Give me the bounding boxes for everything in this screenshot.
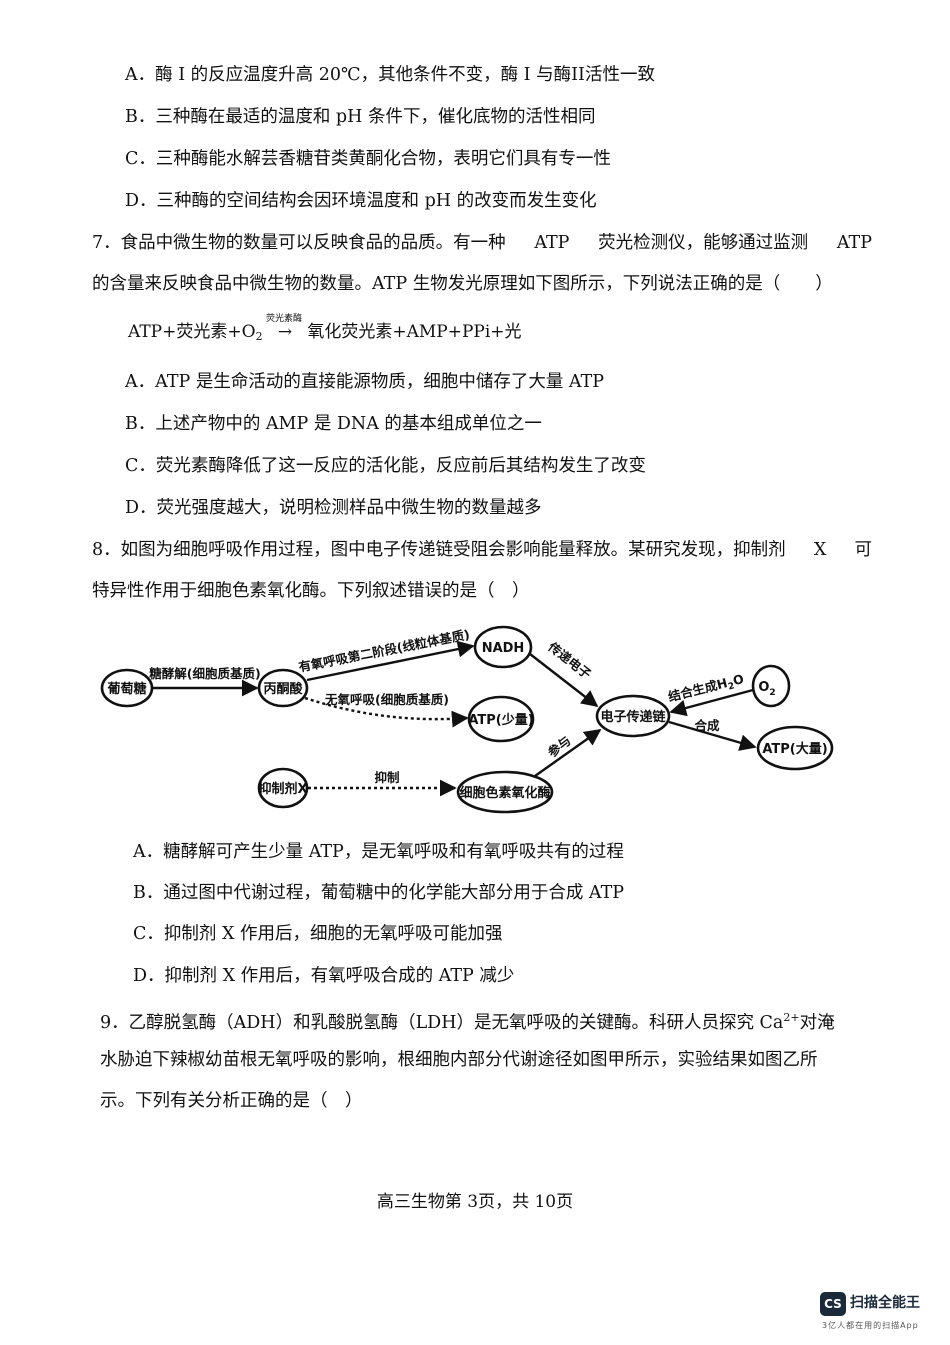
q8-stem-line2: 特异性作用于细胞色素氧化酶。下列叙述错误的是（ ） — [92, 581, 530, 601]
glycolysis-label: 糖酵解(细胞质基质) — [149, 666, 260, 681]
cs-logo-icon: CS — [820, 1292, 846, 1316]
pyruvate-node — [257, 668, 309, 708]
transfer-e-label: 传递电子 — [545, 639, 595, 683]
glucose-node — [100, 668, 154, 708]
atp-small-label: ATP(少量) — [468, 712, 533, 728]
cyt-oxidase-label: 细胞色素氧化酶 — [459, 785, 550, 801]
equation-left: ATP+荧光素+O — [128, 322, 256, 342]
o2-node — [751, 664, 791, 708]
q8-option-c: C．抑制剂 X 作用后，细胞的无氧呼吸可能加强 — [133, 924, 503, 944]
cs-app-name: 扫描全能王 — [850, 1295, 920, 1311]
q8-option-d: D．抑制剂 X 作用后，有氧呼吸合成的 ATP 减少 — [133, 966, 515, 986]
q8-stem-seg2: X — [813, 540, 827, 560]
synthesis-arrow — [668, 720, 757, 751]
transfer-e-arrow — [529, 653, 599, 708]
atp-large-node — [756, 725, 834, 771]
q7-option-c: C．荧光素酶降低了这一反应的活化能，反应前后其结构发生了改变 — [125, 456, 646, 476]
h2o-o: O — [731, 671, 745, 688]
o2-label: O2 — [758, 680, 775, 698]
equation-left-sub: 2 — [255, 330, 263, 343]
q6-option-d: D．三种酶的空间结构会因环境温度和 pH 的改变而发生变化 — [125, 191, 597, 211]
q9-stem-line2: 水胁迫下辣椒幼苗根无氧呼吸的影响，根细胞内部分代谢途径如图甲所示，实验结果如图乙… — [100, 1050, 818, 1070]
participate-label: 参与 — [545, 733, 574, 760]
equation-catalyst: 荧光素酶 — [265, 314, 302, 324]
page-footer: 高三生物第 3页，共 10页 — [376, 1192, 574, 1212]
q6-option-a: A．酶 I 的反应温度升高 20℃，其他条件不变，酶 I 与酶II活性一致 — [125, 65, 655, 85]
inhibitor-label: 抑制剂X — [258, 781, 307, 797]
q8-stem-seg3: 可 — [854, 540, 872, 560]
q8-option-a: A．糖酵解可产生少量 ATP，是无氧呼吸和有氧呼吸共有的过程 — [133, 842, 624, 862]
equation-arrow-group: 荧光素酶 → — [266, 314, 302, 344]
inhibit-label: 抑制 — [374, 770, 399, 785]
q7-stem-seg1: 7．食品中微生物的数量可以反映食品的品质。有一种 — [92, 233, 506, 253]
q7-stem-seg3: 荧光检测仪，能够通过监测 — [598, 233, 809, 253]
participate-arrow — [534, 729, 602, 777]
q6-option-b: B．三种酶在最适的温度和 pH 条件下，催化底物的活性相同 — [125, 107, 596, 127]
q7-option-a: A．ATP 是生命活动的直接能源物质，细胞中储存了大量 ATP — [125, 372, 605, 392]
q7-stem-seg4: ATP — [836, 233, 872, 253]
q9-stem-line1: 9．乙醇脱氢酶（ADH）和乳酸脱氢酶（LDH）是无氧呼吸的关键酶。科研人员探究 … — [100, 1006, 835, 1035]
etc-node — [595, 694, 671, 738]
cell-respiration-diagram: 葡萄糖 丙酮酸 NADH ATP(少量) 电子传递链 O2 ATP(大量) 抑制… — [100, 625, 834, 814]
etc-label: 电子传递链 — [600, 709, 666, 725]
atp-small-node — [467, 695, 535, 743]
equation-arrow: → — [277, 322, 293, 342]
h2o-sub: 2 — [727, 681, 735, 692]
q8-option-b: B．通过图中代谢过程，葡萄糖中的化学能大部分用于合成 ATP — [133, 883, 625, 903]
nadh-label: NADH — [482, 641, 525, 656]
q6-option-c: C．三种酶能水解芸香糖苷类黄酮化合物，表明它们具有专一性 — [125, 149, 611, 169]
aerobic-arrow — [306, 640, 475, 682]
q9-line1-after: 对淹 — [799, 1013, 835, 1033]
q8-stem-seg1: 8．如图为细胞呼吸作用过程，图中电子传递链受阻会影响能量释放。某研究发现，抑制剂 — [92, 540, 786, 560]
pyruvate-label: 丙酮酸 — [263, 681, 303, 697]
inhibitor-node — [257, 767, 309, 809]
q7-option-b: B．上述产物中的 AMP 是 DNA 的基本组成单位之一 — [125, 414, 542, 434]
o2-letter: O — [758, 680, 769, 695]
q7-stem-line1: 7．食品中微生物的数量可以反映食品的品质。有一种 ATP 荧光检测仪，能够通过监… — [92, 231, 872, 255]
camscanner-watermark: CS 扫描全能王 3亿人都在用的扫描App — [820, 1290, 935, 1334]
anaerobic-label: 无氧呼吸(细胞质基质) — [324, 692, 449, 707]
q9-line1-text: 9．乙醇脱氢酶（ADH）和乳酸脱氢酶（LDH）是无氧呼吸的关键酶。科研人员探究 … — [100, 1013, 784, 1033]
q8-stem-line1: 8．如图为细胞呼吸作用过程，图中电子传递链受阻会影响能量释放。某研究发现，抑制剂… — [92, 538, 872, 562]
q7-stem-seg2: ATP — [534, 233, 570, 253]
synthesis-label: 合成 — [694, 718, 720, 733]
nadh-node — [473, 625, 533, 669]
atp-large-label: ATP(大量) — [762, 741, 827, 757]
cs-tagline: 3亿人都在用的扫描App — [822, 1321, 919, 1330]
o2-arrow — [669, 688, 754, 717]
q7-stem-line2: 的含量来反映食品中微生物的数量。ATP 生物发光原理如下图所示，下列说法正确的是… — [92, 274, 833, 294]
q9-stem-line3: 示。下列有关分析正确的是（ ） — [100, 1091, 363, 1111]
glucose-label: 葡萄糖 — [106, 681, 146, 697]
o2-sub: 2 — [769, 688, 775, 698]
q7-option-d: D．荧光强度越大，说明检测样品中微生物的数量越多 — [125, 498, 542, 518]
cyt-oxidase-node — [456, 770, 554, 814]
anaerobic-arrow — [304, 696, 469, 728]
equation-right: 氧化荧光素+AMP+PPi+光 — [307, 322, 522, 342]
q7-equation: ATP+荧光素+O2 荧光素酶 → 氧化荧光素+AMP+PPi+光 — [128, 314, 522, 349]
q9-line1-sup: 2+ — [783, 1011, 800, 1024]
